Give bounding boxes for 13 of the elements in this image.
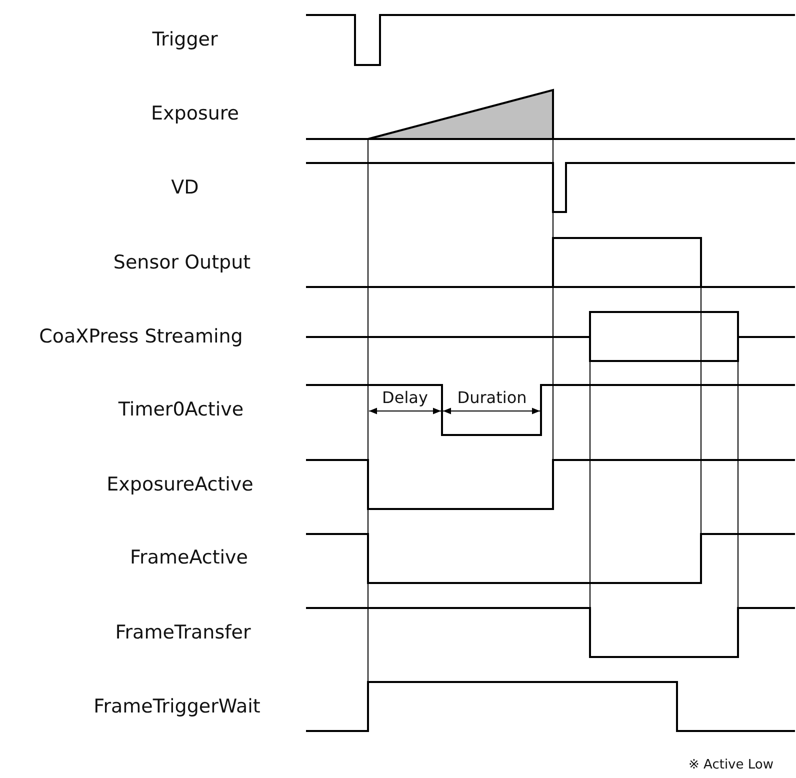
signal-name: FrameActive <box>130 548 248 568</box>
signal-name: Exposure <box>151 104 239 124</box>
signal-name: CoaXPress Streaming <box>39 328 243 346</box>
signal-name: Timer0Active <box>118 400 244 420</box>
signal-name: ExposureActive <box>106 476 254 494</box>
dimension-label: Duration <box>457 390 527 406</box>
signal-name: VD <box>171 178 199 198</box>
signal-name: Sensor Output <box>113 254 251 272</box>
signal-name: FrameTriggerWait <box>94 698 260 716</box>
note-text: ※ Active Low <box>688 758 774 772</box>
signal-name: Trigger <box>152 30 218 50</box>
dimension-label: Delay <box>382 390 428 406</box>
signal-name: FrameTransfer <box>115 624 251 642</box>
